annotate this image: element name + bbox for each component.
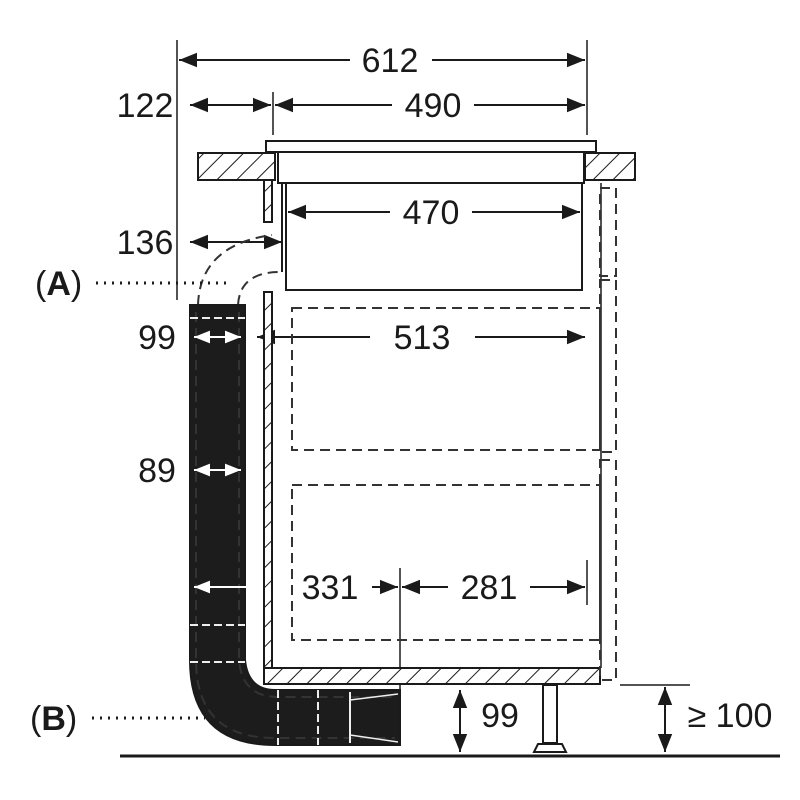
callout-b: (B)	[30, 700, 77, 738]
duct	[189, 304, 401, 746]
dim-281: 281	[461, 569, 518, 607]
dim-99-plinth: 99	[481, 697, 519, 735]
dim-470: 470	[403, 194, 460, 232]
dim-513: 513	[394, 319, 451, 357]
cabinet-leg	[532, 684, 568, 753]
dim-122: 122	[117, 87, 174, 125]
dim-99-duct: 99	[138, 319, 176, 357]
callout-a: (A)	[35, 265, 82, 303]
worktop	[197, 152, 636, 181]
dim-min-100: ≥ 100	[688, 697, 773, 735]
dim-331: 331	[302, 569, 359, 607]
dimension-arrows	[179, 52, 673, 752]
cabinet	[263, 179, 617, 685]
cooktop	[265, 140, 597, 291]
dim-490: 490	[405, 87, 462, 125]
dim-612: 612	[362, 42, 419, 80]
extension-lines	[176, 40, 690, 690]
dim-136: 136	[117, 224, 174, 262]
duct-route-dashed	[197, 234, 281, 306]
dim-89: 89	[138, 452, 176, 490]
